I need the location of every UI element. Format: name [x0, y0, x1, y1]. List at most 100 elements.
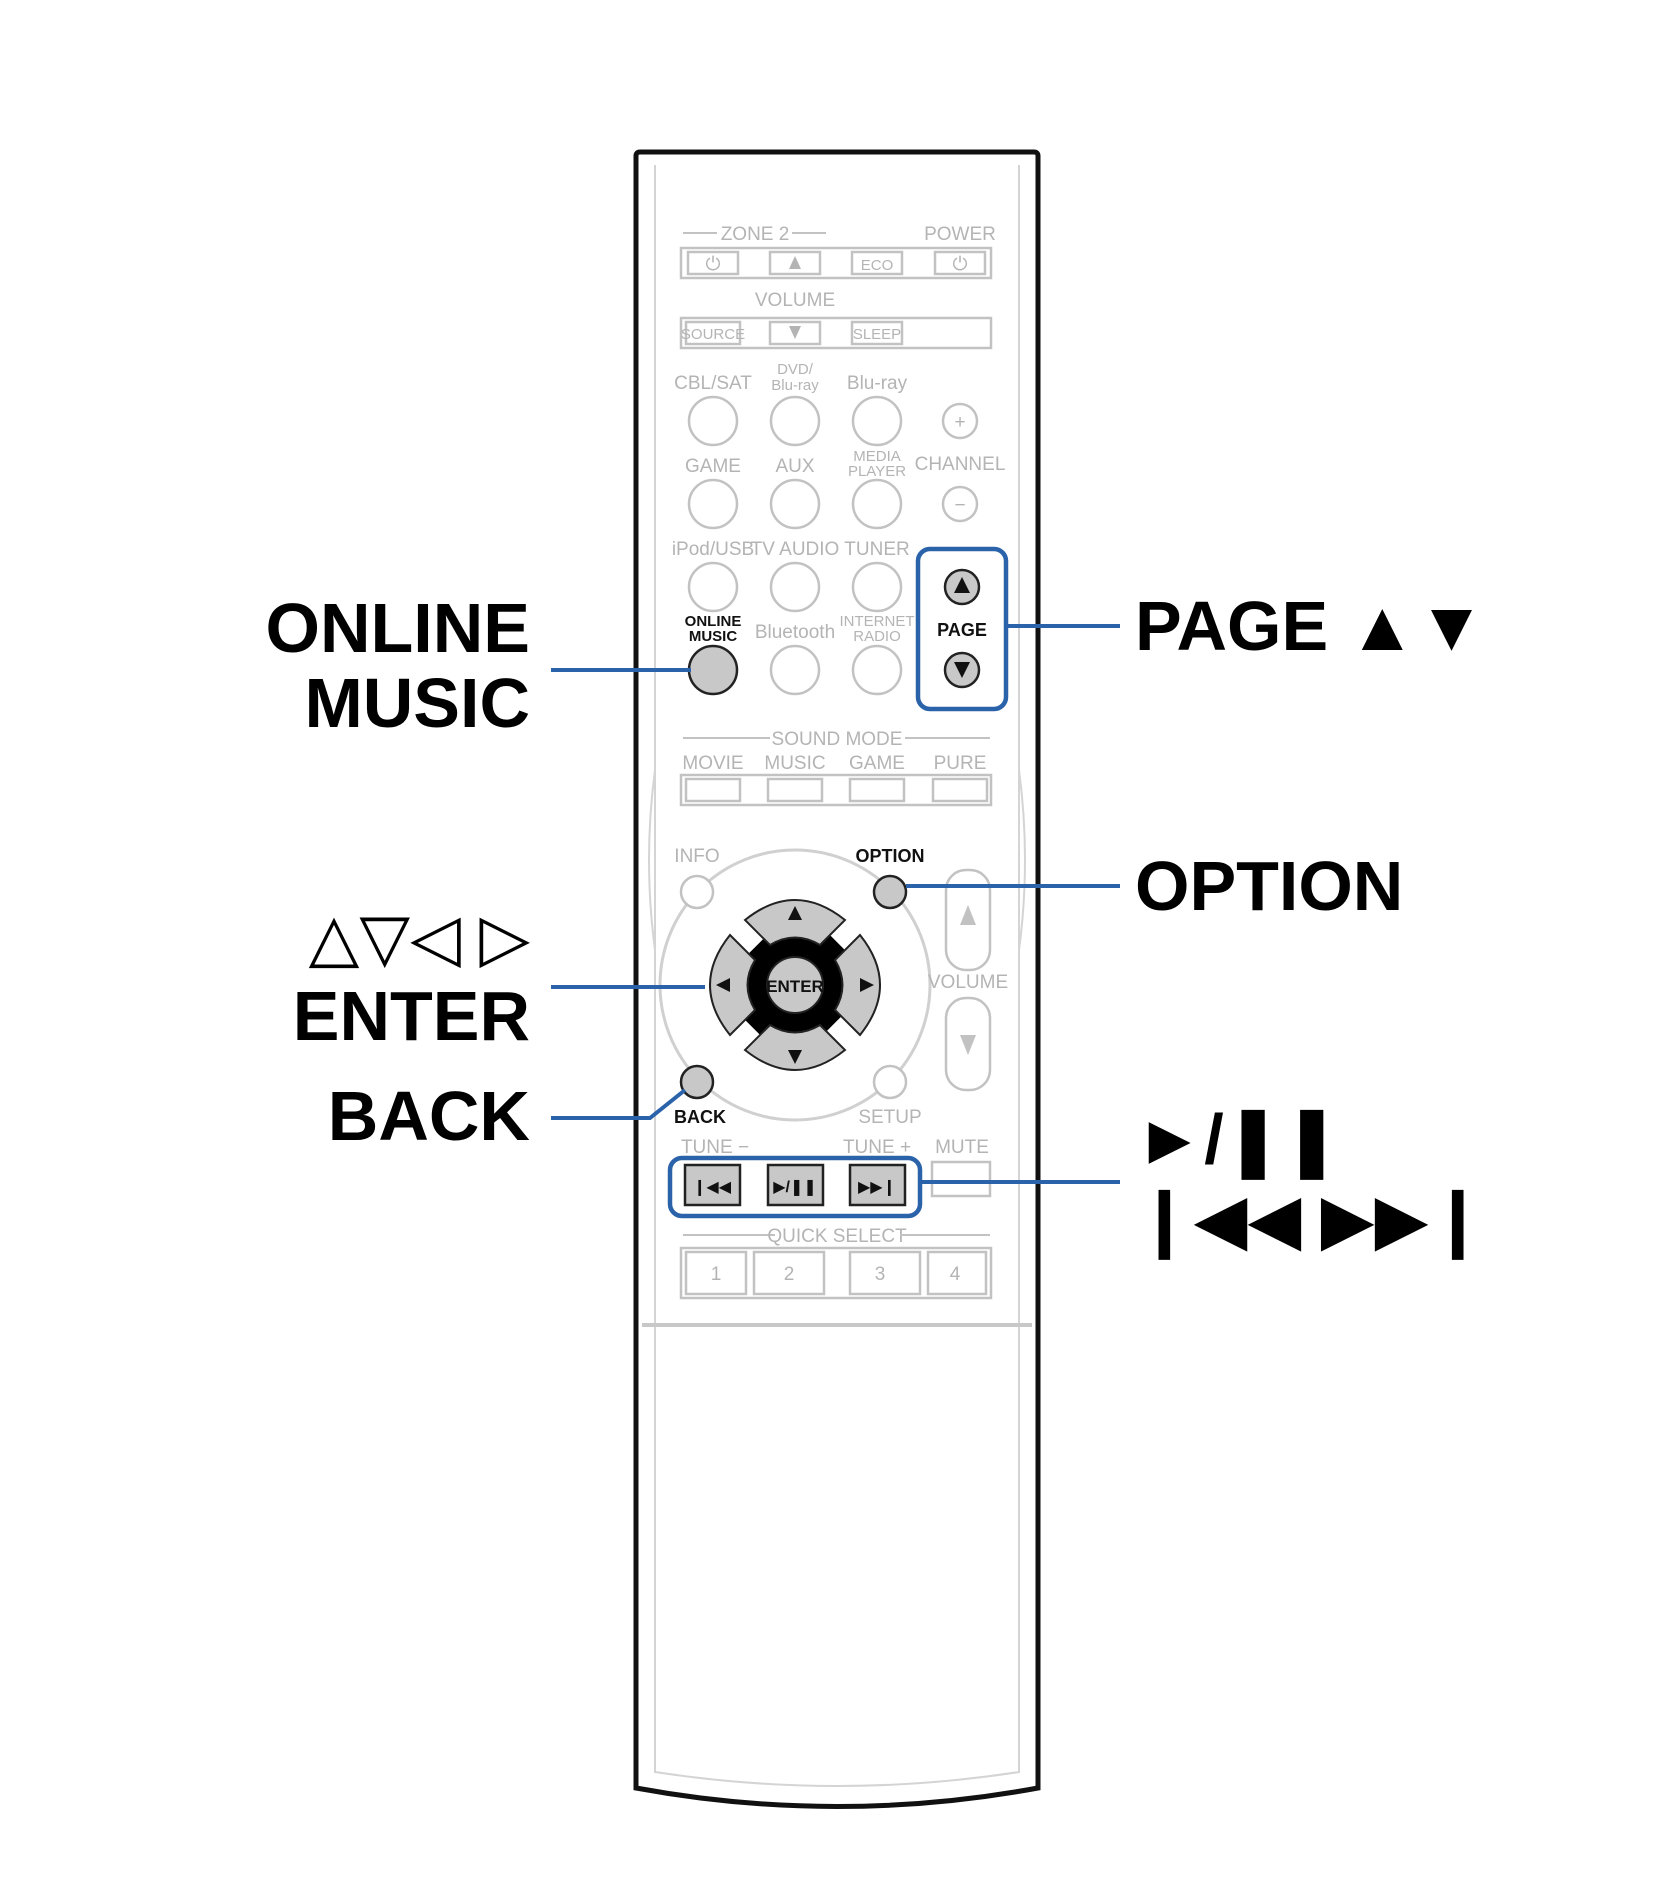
cbl-sat-button[interactable]: [687, 395, 739, 447]
ipod-usb-button[interactable]: [687, 561, 739, 613]
option-label: OPTION: [855, 846, 924, 866]
sleep-button[interactable]: [850, 320, 904, 346]
transport-highlight: [667, 1155, 923, 1219]
dvd-label: DVD/: [777, 361, 814, 378]
media-player-label: MEDIA: [853, 448, 901, 465]
quick-select-2-button[interactable]: [752, 1250, 826, 1296]
remote-side-bulge: [648, 769, 1026, 951]
sleep-label: SLEEP: [853, 326, 901, 343]
online-music-button[interactable]: [687, 644, 739, 696]
dpad-right-button[interactable]: [833, 933, 881, 1037]
internet-radio-label: INTERNET: [840, 613, 915, 630]
triangle-up-icon: [789, 256, 801, 269]
music-button[interactable]: [766, 777, 824, 803]
setup-button[interactable]: [872, 1064, 908, 1100]
online-music-label: ONLINE: [685, 613, 742, 630]
channel-down-button[interactable]: [941, 485, 979, 523]
bluray-label: Blu-ray: [847, 373, 908, 394]
callout-online-music: ONLINE: [266, 589, 530, 667]
option-button[interactable]: [872, 874, 908, 910]
bluray-button[interactable]: [851, 395, 903, 447]
game-mode-button[interactable]: [848, 777, 906, 803]
callout-page: PAGE ▲▼: [1135, 587, 1486, 665]
game-button[interactable]: [687, 478, 739, 530]
tv-audio-button[interactable]: [769, 561, 821, 613]
aux-button[interactable]: [769, 478, 821, 530]
media-player-button[interactable]: [851, 478, 903, 530]
dvd-label-line2: Blu-ray: [771, 377, 819, 394]
plus-icon: +: [954, 412, 965, 433]
triangle-up-icon: [788, 906, 802, 920]
skip-back-button[interactable]: [683, 1163, 742, 1207]
quick-select-3-button[interactable]: [848, 1250, 922, 1296]
skip-forward-icon: ▶▶❙: [858, 1179, 896, 1196]
page-label: PAGE: [937, 620, 987, 640]
zone2-volume-label: VOLUME: [755, 290, 835, 311]
pure-label: PURE: [934, 753, 987, 774]
dpad-up-button[interactable]: [743, 899, 847, 947]
enter-button[interactable]: [766, 956, 824, 1014]
triangle-up-icon: [954, 577, 970, 593]
triangle-left-icon: [716, 978, 730, 992]
channel-up-button[interactable]: [941, 402, 979, 440]
dpad-left-button[interactable]: [709, 933, 757, 1037]
power-icon: ⏻: [705, 254, 720, 275]
pure-button[interactable]: [931, 777, 989, 803]
power-label: POWER: [924, 224, 996, 245]
bluetooth-label: Bluetooth: [755, 622, 835, 643]
internet-radio-button[interactable]: [851, 644, 903, 696]
skip-back-icon: ❙◀◀: [693, 1179, 732, 1196]
enter-label: ENTER: [766, 977, 824, 996]
play-pause-icon: ▶/❚❚: [773, 1179, 817, 1196]
quick-select-1-label: 1: [711, 1264, 722, 1285]
tuner-button[interactable]: [851, 561, 903, 613]
back-button[interactable]: [679, 1064, 715, 1100]
mute-label: MUTE: [935, 1137, 989, 1158]
quick-select-2-label: 2: [784, 1264, 795, 1285]
zone2-power-button[interactable]: [686, 250, 740, 276]
back-label: BACK: [674, 1107, 726, 1127]
callout-play-pause: ►/❚❚: [1135, 1100, 1341, 1180]
tv-audio-label: TV AUDIO: [751, 539, 840, 560]
quick-select-3-label: 3: [875, 1264, 886, 1285]
internet-radio-label-line2: RADIO: [853, 628, 901, 645]
media-player-label-line2: PLAYER: [848, 463, 906, 480]
triangle-down-icon: [960, 1035, 976, 1055]
quick-select-4-button[interactable]: [926, 1250, 988, 1296]
channel-label: CHANNEL: [915, 454, 1006, 475]
game-mode-label: GAME: [849, 753, 905, 774]
eco-label: ECO: [861, 257, 894, 274]
dvd-bluray-button[interactable]: [769, 395, 821, 447]
power-button[interactable]: [933, 250, 987, 276]
triangle-down-icon: [954, 662, 970, 678]
dpad-down-button[interactable]: [743, 1023, 847, 1071]
mute-button[interactable]: [930, 1160, 992, 1198]
play-pause-button[interactable]: [766, 1163, 825, 1207]
quick-select-4-label: 4: [950, 1264, 961, 1285]
callout-back: BACK: [328, 1077, 530, 1155]
page-highlight: [915, 546, 1009, 712]
eco-button[interactable]: [850, 250, 904, 276]
setup-label: SETUP: [858, 1107, 921, 1128]
game-label: GAME: [685, 456, 741, 477]
bluetooth-button[interactable]: [769, 644, 821, 696]
callout-enter: ENTER: [293, 977, 530, 1055]
minus-icon: −: [954, 495, 965, 516]
source-button[interactable]: [684, 320, 742, 346]
cbl-sat-label: CBL/SAT: [674, 373, 752, 394]
triangle-down-icon: [789, 326, 801, 339]
back-leader: [551, 1088, 687, 1120]
movie-button[interactable]: [684, 777, 742, 803]
source-label: SOURCE: [681, 326, 745, 343]
triangle-right-icon: [860, 978, 874, 992]
quick-select-1-button[interactable]: [684, 1250, 748, 1296]
info-button[interactable]: [679, 874, 715, 910]
skip-forward-button[interactable]: [848, 1163, 907, 1207]
quick-select-label: QUICK SELECT: [767, 1226, 907, 1247]
movie-label: MOVIE: [682, 753, 743, 774]
callout-cursor-arrows: △▽◁ ▷: [309, 900, 531, 974]
tune-plus-label: TUNE +: [843, 1137, 911, 1158]
music-label: MUSIC: [764, 753, 825, 774]
callout-option: OPTION: [1135, 847, 1403, 925]
